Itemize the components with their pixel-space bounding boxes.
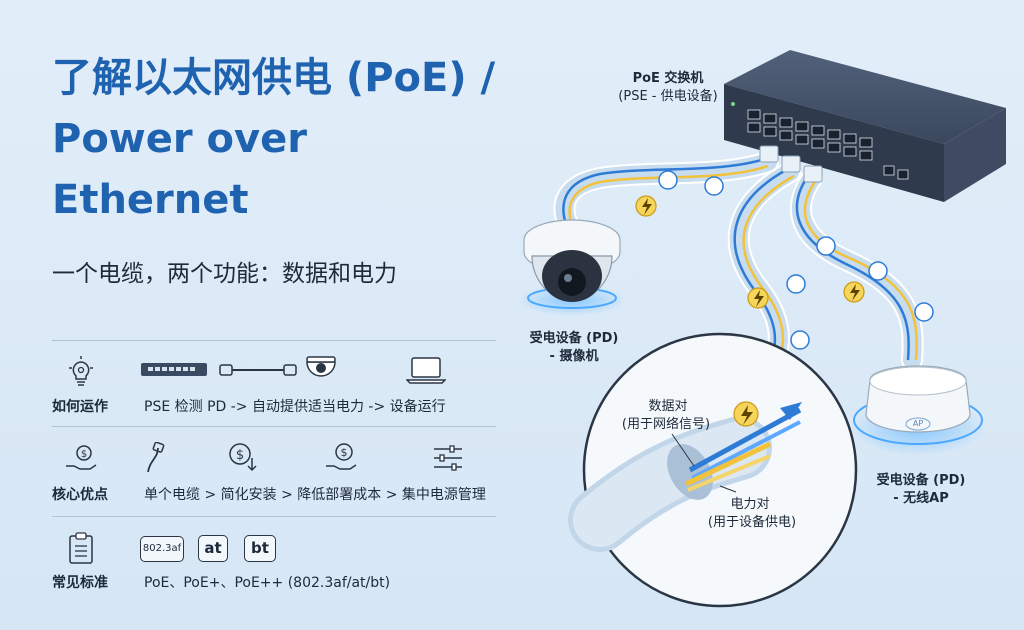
page-title: 了解以太网供电 (PoE) / Power over Ethernet xyxy=(52,48,495,231)
cable-detail-magnifier xyxy=(568,332,858,608)
cable-plug-icon xyxy=(147,442,165,473)
data-signal-badges xyxy=(658,170,934,350)
row-core-benefits: $ $ $ 核心优点 单个电缆 > 简化安装 > 降低部署成本 > 集中电源管理 xyxy=(52,426,496,516)
dome-camera xyxy=(518,219,626,316)
mini-camera-icon xyxy=(306,356,336,377)
clipboard-checklist-icon xyxy=(69,532,93,564)
mini-cable-icon xyxy=(219,364,297,376)
row-label: 如何运作 xyxy=(52,399,108,415)
title-line-1: 了解以太网供电 (PoE) / xyxy=(52,55,496,101)
switch-label: PoE 交换机 xyxy=(632,71,704,86)
standard-802-3af-badge: 802.3af xyxy=(140,536,184,562)
dollar-down-icon: $ xyxy=(229,443,257,472)
ap-sublabel: - 无线AP xyxy=(893,491,949,506)
mini-switch-icon xyxy=(141,363,207,376)
cable-to-ap xyxy=(790,167,924,371)
power-pair-label: 电力对 xyxy=(730,497,770,512)
row-divider xyxy=(52,516,496,517)
camera-sublabel: - 摄像机 xyxy=(549,349,599,364)
power-bolt-badges xyxy=(635,195,865,309)
svg-text:$: $ xyxy=(81,449,87,460)
hand-coin-icon: $ xyxy=(326,443,357,470)
power-pair-sublabel: (用于设备供电) xyxy=(707,515,797,530)
svg-text:$: $ xyxy=(236,448,244,463)
wireless-ap xyxy=(850,365,986,456)
data-pair-label: 数据对 xyxy=(648,399,688,414)
hand-dollar-icon: $ xyxy=(66,445,97,470)
ap-badge: AP xyxy=(912,419,924,428)
switch-sublabel: (PSE - 供电设备) xyxy=(618,89,718,104)
row-label: 常见标准 xyxy=(52,575,108,591)
svg-text:$: $ xyxy=(341,446,348,459)
row-divider xyxy=(52,340,496,341)
cable-to-camera xyxy=(553,151,779,239)
poe-switch xyxy=(724,50,1006,202)
data-pair-sublabel: (用于网络信号) xyxy=(621,417,711,432)
row-divider xyxy=(52,426,496,427)
row-text: 单个电缆 > 简化安装 > 降低部署成本 > 集中电源管理 xyxy=(144,487,486,503)
title-line-3: Ethernet xyxy=(52,177,249,223)
row-how-it-works: 如何运作 PSE 检测 PD -> 自动提供适当电力 -> 设备运行 xyxy=(52,340,496,426)
row-text: PoE、PoE+、PoE++ (802.3af/at/bt) xyxy=(144,575,391,591)
ap-label: 受电设备 (PD) xyxy=(876,473,966,488)
sliders-icon xyxy=(434,445,462,471)
standard-at-badge: at xyxy=(198,535,228,562)
row-standards: 802.3af at bt 常见标准 PoE、PoE+、PoE++ (802.3… xyxy=(52,516,496,606)
row-label: 核心优点 xyxy=(52,487,108,503)
row-text: PSE 检测 PD -> 自动提供适当电力 -> 设备运行 xyxy=(144,399,446,415)
camera-label: 受电设备 (PD) xyxy=(529,331,619,346)
standard-bt-badge: bt xyxy=(244,535,276,562)
mini-laptop-icon xyxy=(406,357,446,384)
title-line-2: Power over xyxy=(52,116,307,162)
lightbulb-gear-icon xyxy=(69,356,93,386)
page-subtitle: 一个电缆，两个功能：数据和电力 xyxy=(52,261,397,287)
